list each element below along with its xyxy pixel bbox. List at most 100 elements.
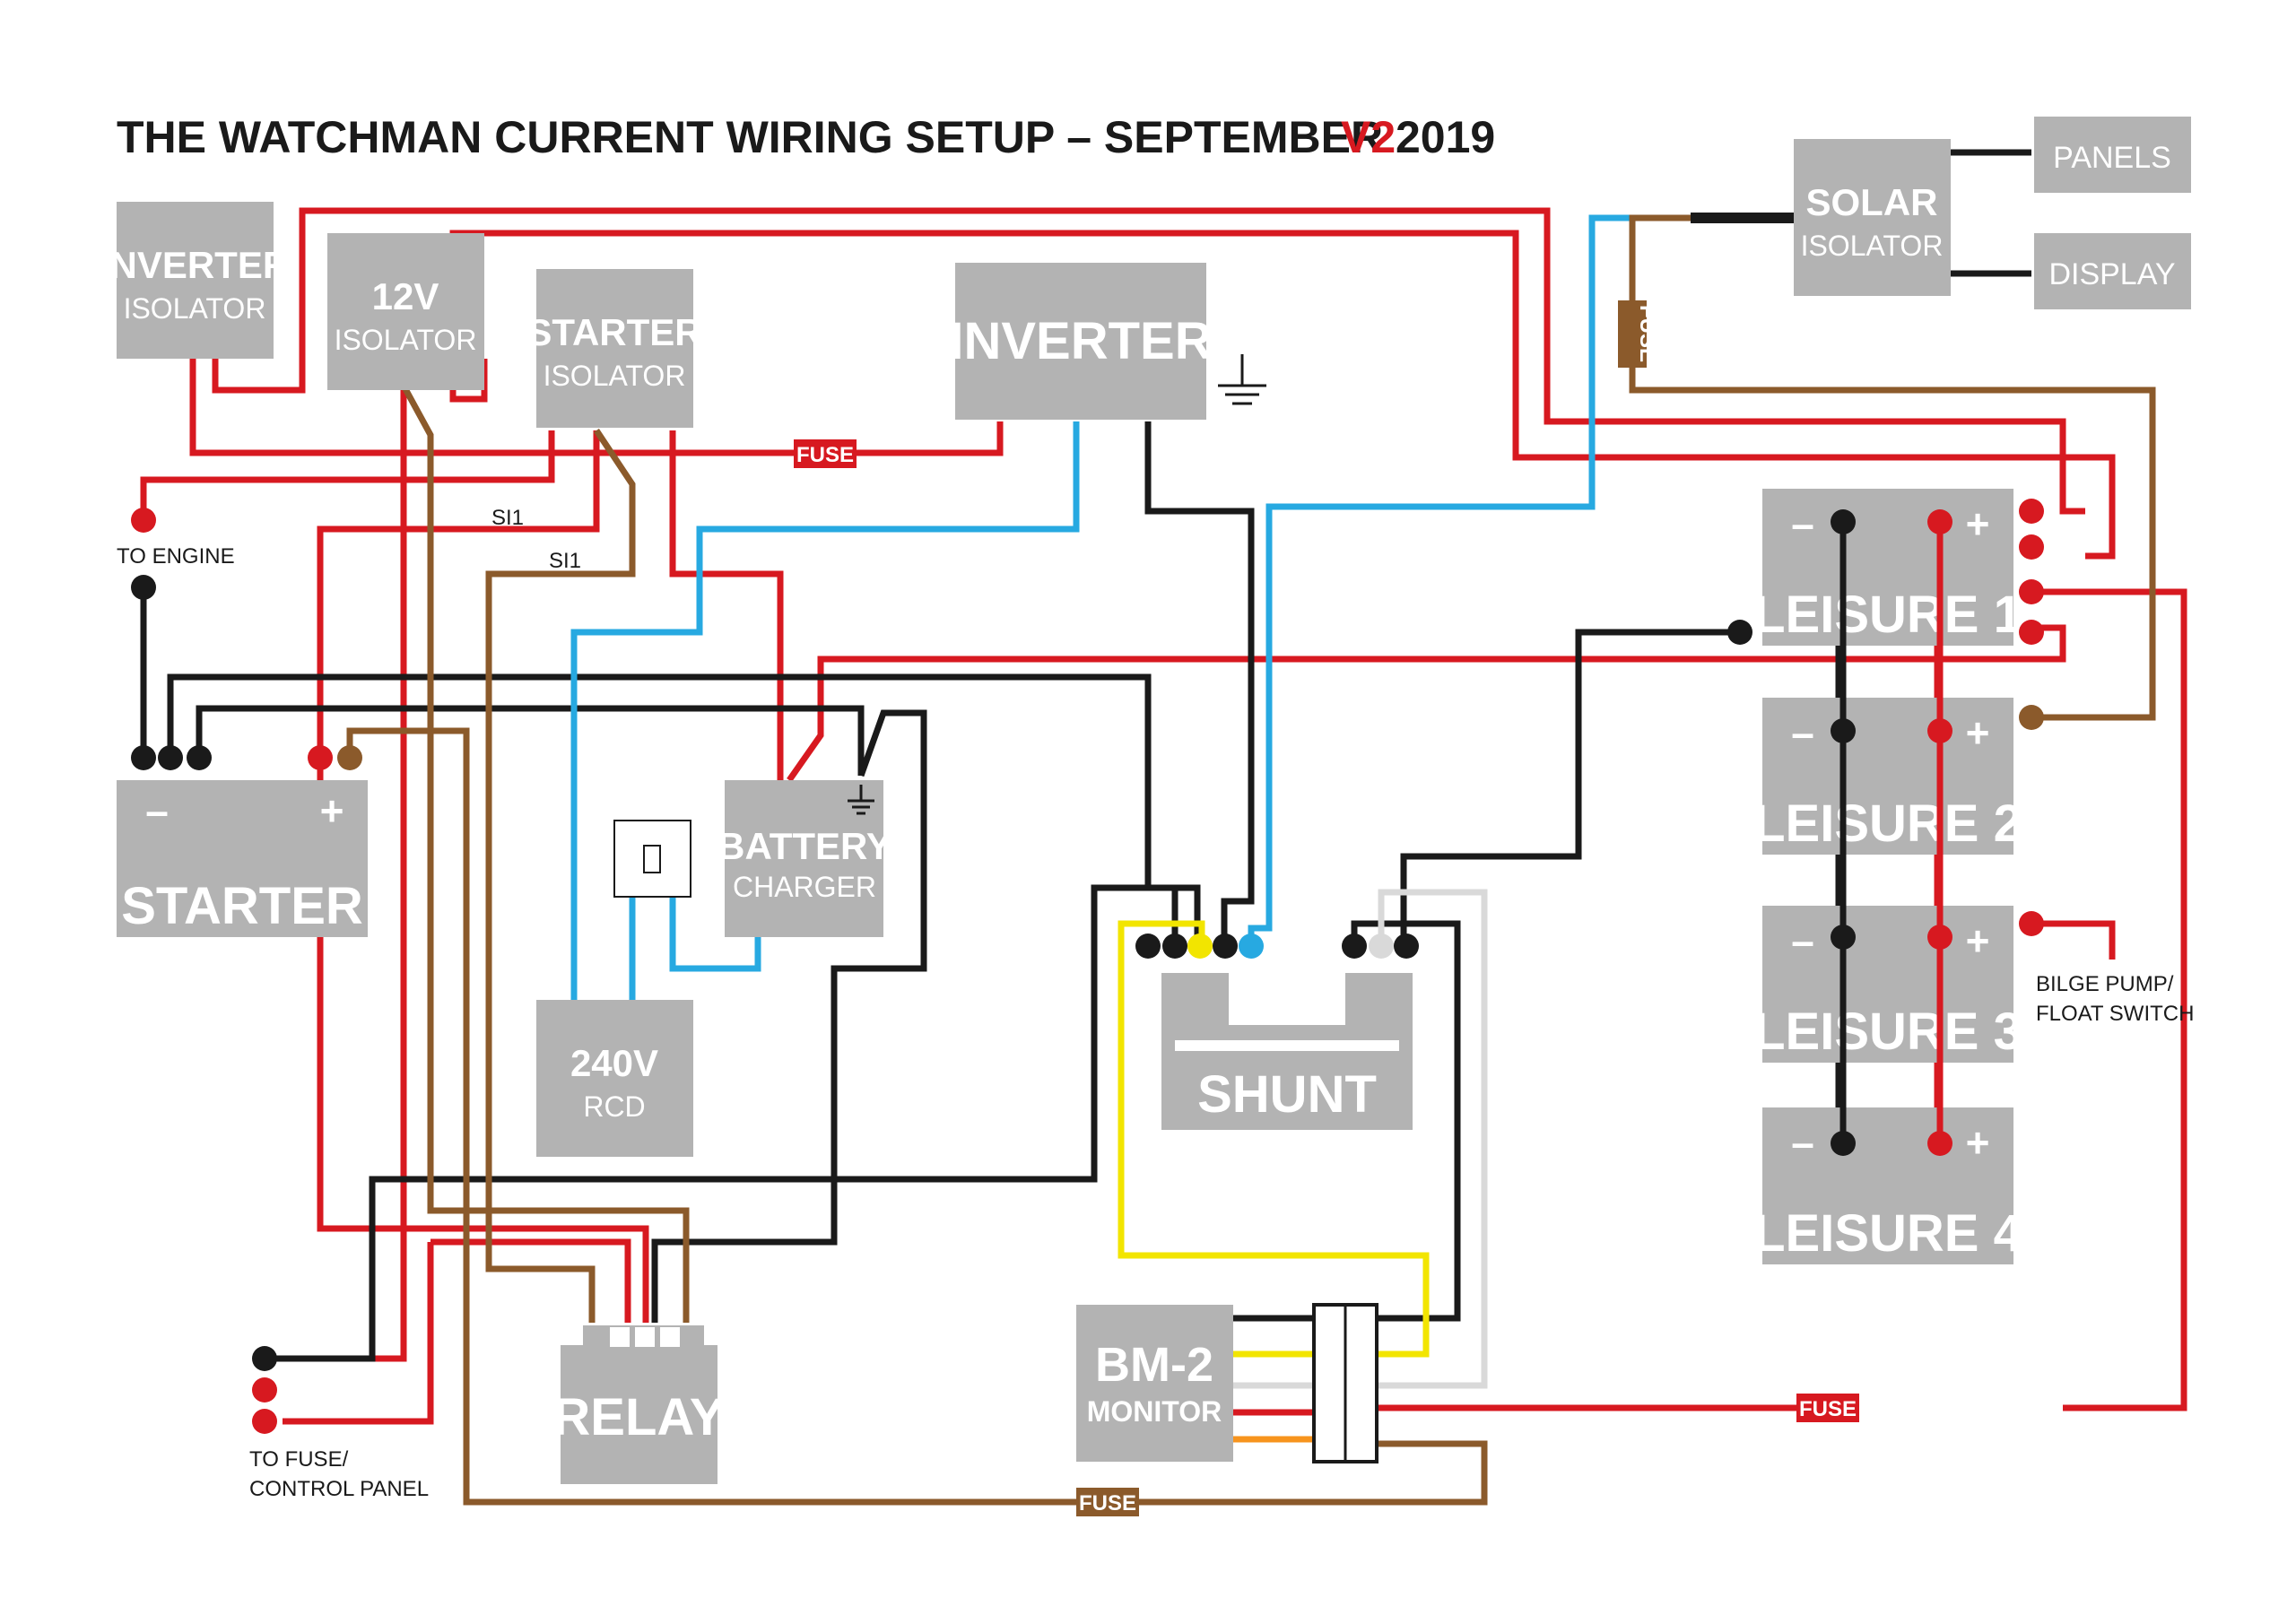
starter-isolator: STARTER ISOLATOR [526, 269, 702, 428]
si1-upper-label: SI1 [491, 506, 524, 530]
terminal-engine-black [131, 575, 156, 600]
ground-icon [1218, 354, 1266, 405]
solar-isolator-subtitle: ISOLATOR [1801, 230, 1944, 262]
display-label: DISPLAY [2048, 257, 2175, 291]
leisure-interlinks [1839, 520, 1944, 1143]
wire-black-shunt-leisure1 [1400, 629, 1740, 946]
diagram-title: THE WATCHMAN CURRENT WIRING SETUP – SEPT… [117, 112, 1495, 162]
display-box: DISPLAY [2034, 233, 2191, 309]
terminal-shunt-black-2 [1162, 934, 1187, 959]
panels-label: PANELS [2053, 141, 2171, 175]
fuse-bm2-right-label: FUSE [1799, 1397, 1857, 1421]
leisure-3-plus: + [1966, 917, 1990, 964]
leisure-2-plus: + [1966, 709, 1990, 756]
isolator-12v-subtitle: ISOLATOR [335, 324, 477, 356]
wire-brown-solar-fuse [1629, 214, 2156, 721]
leisure-4-title: LEISURE 4 [1753, 1204, 2022, 1263]
fuse-panel-label-line2: CONTROL PANEL [249, 1477, 429, 1501]
terminal-l1-right-3 [2019, 579, 2044, 604]
terminal-shunt-yellow [1187, 934, 1213, 959]
wire-black-panel1 [265, 884, 1201, 1362]
wire-grey-shunt-bm2 [1377, 889, 1488, 1389]
wire-black-starter-neg1 [167, 673, 1178, 946]
terminal-l4-pos [1927, 1131, 1952, 1156]
leisure-3-minus: – [1791, 917, 1814, 964]
leisure-4-plus: + [1966, 1119, 1990, 1166]
terminal-shunt-grey [1369, 934, 1394, 959]
bilge-label-line2: FLOAT SWITCH [2036, 1002, 2194, 1026]
starter-isolator-title: STARTER [526, 311, 701, 353]
leisure-1-plus: + [1966, 500, 1990, 547]
terminal-bilge-red [2019, 911, 2044, 936]
leisure-2-minus: – [1791, 709, 1814, 756]
wire-red-starter-iso-charger [669, 430, 784, 780]
battery-charger-subtitle: CHARGER [733, 871, 876, 903]
relay-title: RELAY [552, 1388, 724, 1446]
solar-isolator-title: SOLAR [1806, 181, 1938, 223]
terminal-engine-red [131, 508, 156, 533]
fuse-top-label: FUSE [796, 443, 854, 467]
inverter-title: INVERTER [949, 312, 1212, 370]
relay-box: RELAY [552, 1325, 725, 1484]
terminal-starter-neg-1 [131, 745, 156, 770]
bilge-label-line1: BILGE PUMP/ [2036, 972, 2174, 996]
wire-blue-solar-shunt [1248, 214, 1691, 946]
terminal-starter-neg-3 [187, 745, 212, 770]
terminal-starter-pos-red [308, 745, 333, 770]
starter-minus: – [145, 787, 169, 834]
fuse-top: FUSE [794, 439, 857, 468]
isolator-12v-title: 12V [372, 275, 439, 317]
bm2-subtitle: MONITOR [1087, 1395, 1222, 1428]
terminal-l2-neg [1831, 718, 1856, 743]
wire-red-panel3 [283, 1242, 434, 1425]
wire-brown-12v-relay [400, 384, 690, 1323]
terminal-l1-pos [1927, 509, 1952, 534]
wire-yellow-shunt-bm2 [1118, 920, 1430, 1358]
terminal-block [1312, 1303, 1378, 1463]
terminal-l3-pos [1927, 925, 1952, 950]
starter-isolator-subtitle: ISOLATOR [544, 360, 686, 392]
terminal-panel-red-1 [252, 1377, 277, 1403]
leisure-2-title: LEISURE 2 [1753, 795, 2022, 853]
wire-red-to-engine [140, 430, 555, 516]
leisure-battery-1: – + LEISURE 1 [1753, 489, 2022, 646]
fuse-bottom-label: FUSE [1079, 1491, 1136, 1515]
fuse-bm2-right: FUSE [1796, 1394, 1859, 1422]
wire-red-bilge [2031, 920, 2116, 960]
terminal-shunt-black-1 [1135, 934, 1161, 959]
rcd-title: 240V [570, 1042, 658, 1084]
wire-red-leisure1-pos [2031, 588, 2187, 1411]
isolator-12v: 12V ISOLATOR [327, 233, 484, 390]
panels-box: PANELS [2034, 117, 2191, 193]
terminal-starter-pos-brown [337, 745, 362, 770]
leisure-battery-4: – + LEISURE 4 [1753, 1107, 2022, 1264]
wire-black-shunt-bm2 [1351, 920, 1461, 1322]
terminal-shunt-black-3 [1213, 934, 1238, 959]
terminal-l3-neg [1831, 925, 1856, 950]
wire-red-charger-leisure [787, 624, 2066, 783]
leisure-4-minus: – [1791, 1119, 1814, 1166]
wire-red-relay [317, 758, 649, 1323]
starter-plus: + [320, 787, 344, 834]
inverter: INVERTER [949, 263, 1213, 420]
inverter-isolator: INVERTER ISOLATOR [100, 202, 290, 359]
wall-switch-icon [613, 820, 691, 898]
terminal-shunt-black-4 [1342, 934, 1367, 959]
wire-blue-switch-charger [669, 897, 761, 972]
bm2-title: BM-2 [1095, 1338, 1213, 1392]
starter-title: STARTER [121, 877, 363, 935]
terminal-l1-neg [1831, 509, 1856, 534]
terminal-l1-left-black [1727, 620, 1752, 645]
inverter-isolator-title: INVERTER [100, 244, 290, 286]
leisure-battery-2: – + LEISURE 2 [1753, 698, 2022, 855]
fuse-bottom: FUSE [1076, 1488, 1139, 1516]
rcd-subtitle: RCD [583, 1090, 645, 1123]
battery-charger-title: BATTERY [718, 825, 891, 867]
bm2-monitor: BM-2 MONITOR [1076, 1305, 1233, 1462]
terminal-shunt-blue [1239, 934, 1264, 959]
terminal-starter-neg-2 [158, 745, 183, 770]
terminal-panel-black [252, 1346, 277, 1371]
terminal-panel-red-2 [252, 1409, 277, 1434]
wire-red-starter-pos-iso [317, 430, 600, 758]
